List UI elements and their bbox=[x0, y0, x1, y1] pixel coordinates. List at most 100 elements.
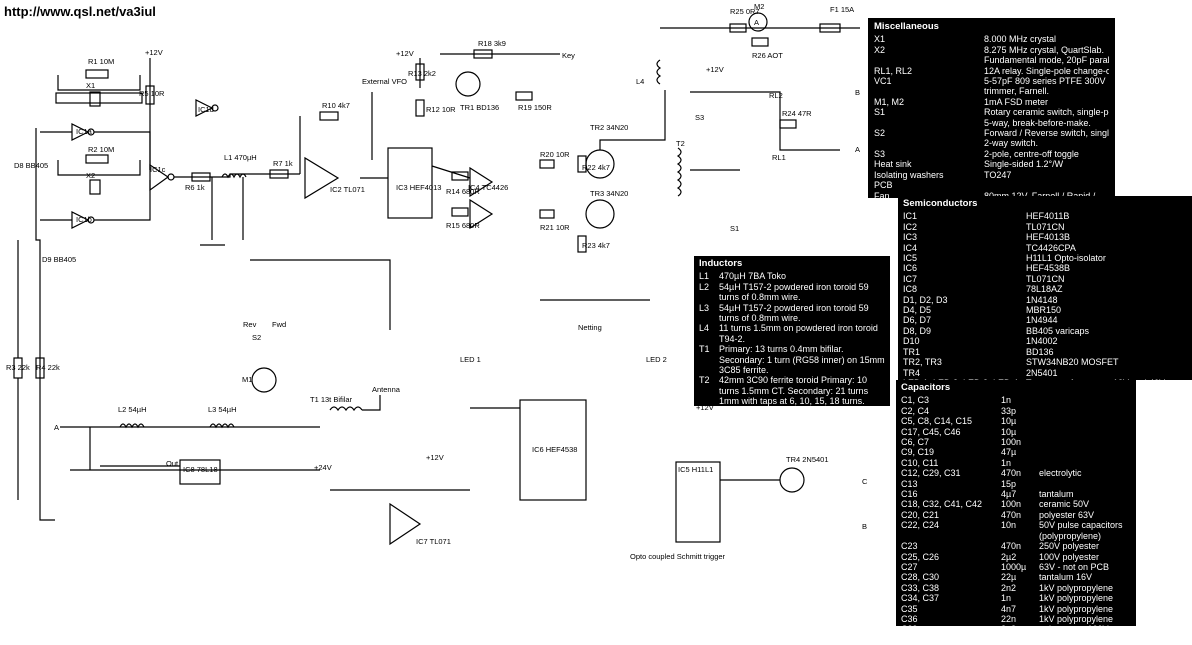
r13-label: R13 2k2 bbox=[408, 69, 436, 78]
misc-row-ref: X2 bbox=[874, 44, 886, 55]
misc-row-value: 8.000 MHz crystal bbox=[984, 34, 1057, 45]
misc-row: S3 2-pole, centre-off toggle bbox=[874, 149, 1109, 159]
semi-row-ref: D4, D5 bbox=[903, 305, 932, 316]
capacitor-row-note bbox=[1039, 416, 1131, 426]
semi-row-value: 1N4002 bbox=[1026, 336, 1058, 347]
capacitor-row-note: 100V polyester bbox=[1039, 551, 1100, 562]
capacitor-row-note bbox=[1039, 479, 1131, 489]
tr3-label: TR3 34N20 bbox=[590, 189, 628, 198]
input-a: A bbox=[54, 423, 59, 432]
capacitor-row-note: 50V pulse capacitors bbox=[1039, 520, 1123, 531]
capacitor-row-value bbox=[1001, 531, 1039, 541]
inductor-row-value: 470µH 7BA Toko bbox=[719, 271, 787, 282]
netting-label: Netting bbox=[578, 323, 602, 332]
inductor-row-value: 54µH T157-2 powdered iron toroid 59 turn… bbox=[719, 281, 869, 303]
capacitor-row-ref: C6, C7 bbox=[901, 437, 930, 448]
capacitor-row-note bbox=[1039, 437, 1131, 447]
resistor-r1 bbox=[85, 69, 109, 79]
capacitor-row-ref: C34, C37 bbox=[901, 593, 940, 604]
r18-label: R18 3k9 bbox=[478, 39, 506, 48]
resistor-r26 bbox=[751, 37, 769, 47]
semi-row-ref: IC4 bbox=[903, 242, 918, 253]
misc-row-ref bbox=[874, 86, 984, 96]
misc-row-value bbox=[984, 180, 1109, 190]
meter-m1 bbox=[251, 367, 277, 393]
capacitor-row-value: 10µ bbox=[1001, 416, 1017, 427]
capacitor-row-ref: C10, C11 bbox=[901, 457, 939, 468]
r21-label: R21 10R bbox=[540, 223, 570, 232]
resistor-r22 bbox=[577, 155, 587, 173]
mosfet-tr3 bbox=[585, 199, 615, 229]
resistor-r2 bbox=[85, 154, 109, 164]
inductor-row-ref: T2 bbox=[699, 375, 710, 386]
misc-row-value: 2-pole, centre-off toggle bbox=[984, 148, 1079, 159]
capacitor-row-ref: C33, C38 bbox=[901, 582, 940, 593]
capacitor-row-value: 1n bbox=[1001, 395, 1012, 406]
opto-ic5 bbox=[675, 461, 721, 543]
transistor-tr4 bbox=[779, 467, 805, 493]
capacitor-row-note bbox=[1039, 447, 1131, 457]
source-url: http://www.qsl.net/va3iul bbox=[4, 4, 156, 19]
capacitor-row-ref: C13 bbox=[901, 478, 918, 489]
semi-row-value: HEF4011B bbox=[1026, 211, 1070, 222]
misc-row-value: 8.275 MHz crystal, QuartSlab. bbox=[984, 44, 1105, 55]
misc-row: trimmer, Farnell. bbox=[874, 86, 1109, 96]
semi-row-value: TL071CN bbox=[1026, 221, 1065, 232]
semi-row-ref: D8, D9 bbox=[903, 325, 932, 336]
misc-row: Fundamental mode, 20pF parallel load bbox=[874, 55, 1109, 65]
capacitor-row-note bbox=[1039, 427, 1131, 437]
meter-m2 bbox=[748, 12, 768, 32]
semi-row-ref: D10 bbox=[903, 336, 920, 347]
ic3-label: IC3 HEF4013 bbox=[396, 183, 441, 192]
capacitor-row-note bbox=[1039, 395, 1131, 405]
semi-row-ref: IC7 bbox=[903, 273, 918, 284]
capacitor-row-note: tantalum bbox=[1039, 489, 1074, 500]
misc-row-value: 5-way, break-before-make. bbox=[984, 117, 1091, 128]
x1-label: X1 bbox=[86, 81, 95, 90]
regulator-ic8 bbox=[179, 459, 221, 485]
flipflop-ic3 bbox=[387, 147, 433, 219]
capacitor-row-ref: C5, C8, C14, C15 bbox=[901, 416, 973, 427]
capacitor-row-ref: C20, C21 bbox=[901, 509, 940, 520]
gate-ic1c bbox=[149, 163, 170, 192]
power-stage: TR2 34N20 TR3 34N20 R22 4k7 R23 4k7 T2 L… bbox=[577, 2, 860, 253]
driver-ic4a bbox=[469, 166, 494, 198]
capacitor-row-value: 47µ bbox=[1001, 447, 1017, 458]
misc-row-ref: S3 bbox=[874, 148, 886, 159]
capacitor-row-ref: C35 bbox=[901, 603, 918, 614]
semi-row-ref: IC6 bbox=[903, 263, 918, 274]
r23-label: R23 4k7 bbox=[582, 241, 610, 250]
capacitor-row-note: 1kV polypropylene bbox=[1039, 582, 1114, 593]
r1-label: R1 10M bbox=[88, 57, 114, 66]
resistor-r13 bbox=[415, 63, 425, 81]
resistor-r12 bbox=[415, 99, 425, 117]
semi-row-ref: D1, D2, D3 bbox=[903, 294, 948, 305]
capacitor-row-value: 15p bbox=[1001, 478, 1017, 489]
ic7-label: IC7 TL071 bbox=[416, 537, 451, 546]
inductor-row-ref: L4 bbox=[699, 323, 710, 334]
misc-row-value: trimmer, Farnell. bbox=[984, 86, 1050, 97]
capacitor-row-ref: C18, C32, C41, C42 bbox=[901, 499, 983, 510]
misc-row-ref: Isolating washers bbox=[874, 169, 944, 180]
external-vfo-label: External VFO bbox=[362, 77, 407, 86]
misc-row-value: Forward / Reverse switch, single-pole bbox=[984, 128, 1109, 139]
resistor-r6 bbox=[191, 172, 211, 182]
capacitor-row: C5, C8, C14, C15 10µ bbox=[901, 416, 1131, 426]
misc-row-ref: Heat sink bbox=[874, 159, 912, 170]
filter-section: A L2 54µH L3 54µH T1 13t Bifilar Antenna… bbox=[54, 259, 401, 471]
capacitor-row-value: 470n bbox=[1001, 541, 1022, 552]
